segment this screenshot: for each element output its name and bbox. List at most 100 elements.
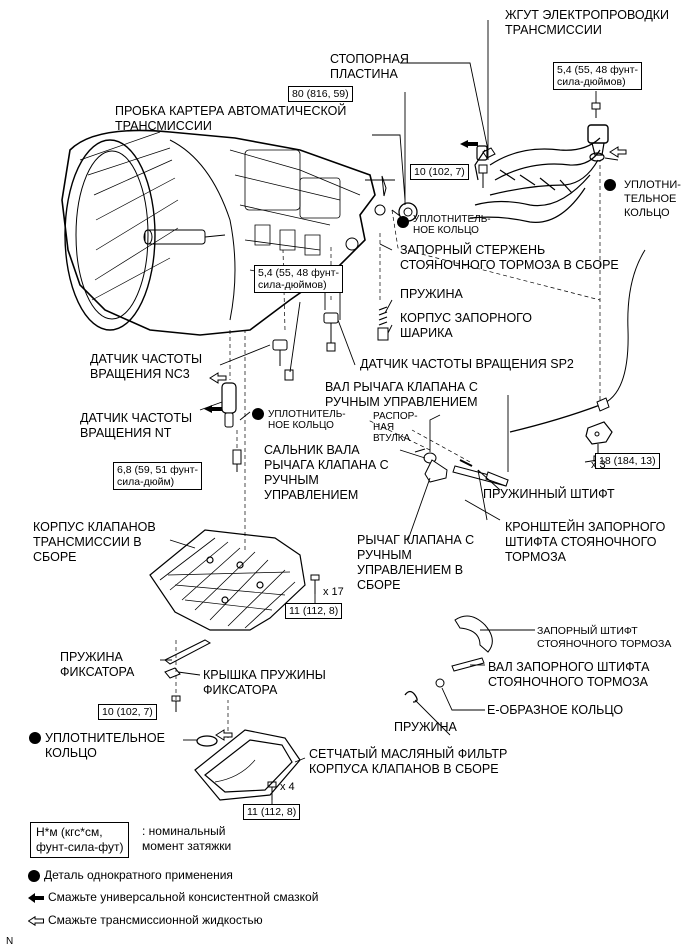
parking-rod-drawing: [509, 249, 646, 433]
single-use-dot-icon: [28, 869, 40, 882]
count-x4: x 4: [280, 780, 295, 795]
label-line: РЫЧАГА КЛАПАНА С: [264, 458, 389, 472]
label-spring-2: ПРУЖИНА: [394, 720, 457, 735]
label-line: ПЛАСТИНА: [330, 67, 398, 81]
legend-desc-line: : номинальный: [142, 824, 226, 838]
valve-body-bolt-drawing: [310, 574, 320, 594]
label-line: СТОЯНОЧНОГО ТОРМОЗА: [488, 675, 648, 689]
label-line: ТРАНСМИССИИ В: [33, 535, 142, 549]
label-line: ПРУЖИНА: [400, 287, 463, 301]
legend-text: Деталь однократного применения: [44, 868, 233, 882]
label-line: КРЫШКА ПРУЖИНЫ: [203, 668, 326, 682]
torque-box-t3: 10 (102, 7): [410, 164, 469, 180]
label-line: СТОЯНОЧНОГО ТОРМОЗА: [537, 638, 672, 650]
label-oring-1: УПЛОТНИТЕЛЬ- НОЕ КОЛЬЦО: [413, 214, 491, 236]
label-line: ВАЛ РЫЧАГА КЛАПАНА С: [325, 380, 478, 394]
label-line: НАЯ: [373, 422, 395, 433]
grease-arrow-icon: [28, 892, 44, 903]
label-manual-shaft: ВАЛ РЫЧАГА КЛАПАНА С РУЧНЫМ УПРАВЛЕНИЕМ: [325, 380, 478, 410]
label-line: ШТИФТА СТОЯНОЧНОГО: [505, 535, 657, 549]
torque-line: сила-дюймов): [557, 76, 626, 88]
parking-pawl-drawing: [404, 615, 493, 703]
manual-shaft-drawing: [414, 448, 509, 487]
torque-box-t2: 80 (816, 59): [288, 86, 353, 102]
legend-unit-desc: : номинальный момент затяжки: [142, 824, 231, 854]
label-line: УПРАВЛЕНИЕМ: [264, 488, 359, 502]
count-x3: x 3: [591, 458, 606, 473]
count-x17: x 17: [323, 585, 344, 600]
atf-arrow-icon: [27, 915, 44, 926]
label-line: УПРАВЛЕНИЕМ В: [357, 563, 464, 577]
label-detent-cover: КРЫШКА ПРУЖИНЫ ФИКСАТОРА: [203, 668, 326, 698]
label-line: ПРУЖИННЫЙ ШТИФТ: [483, 487, 615, 501]
torque-line: 5,4 (55, 48 фунт-: [258, 267, 339, 279]
label-spring-pin: ПРУЖИННЫЙ ШТИФТ: [483, 487, 615, 502]
label-valve-body: КОРПУС КЛАПАНОВ ТРАНСМИССИИ В СБОРЕ: [33, 520, 156, 565]
harness-bolt-drawing: [591, 102, 601, 118]
label-oil-seal: САЛЬНИК ВАЛА РЫЧАГА КЛАПАНА С РУЧНЫМ УПР…: [264, 443, 389, 503]
label-lock-plate: СТОПОРНАЯ ПЛАСТИНА: [330, 52, 409, 82]
label-line: ТРАНСМИССИИ: [505, 23, 602, 37]
label-sensor-nc3: ДАТЧИК ЧАСТОТЫ ВРАЩЕНИЯ NC3: [90, 352, 202, 382]
label-line: ТРАНСМИССИИ: [115, 119, 212, 133]
torque-box-t8: 10 (102, 7): [98, 704, 157, 720]
transmission-case-drawing: [61, 129, 395, 336]
label-line: ШАРИКА: [400, 326, 453, 340]
label-line: СБОРЕ: [33, 550, 77, 564]
legend-unit-line: Н*м (кгс*см,: [36, 825, 103, 839]
legend-grease: Смажьте универсальной консистентной смаз…: [28, 890, 318, 905]
torque-box-t9: 11 (112, 8): [243, 804, 301, 820]
label-ball-body: КОРПУС ЗАПОРНОГО ШАРИКА: [400, 311, 532, 341]
label-line: САЛЬНИК ВАЛА: [264, 443, 360, 457]
legend-text: Смажьте трансмиссионной жидкостью: [48, 913, 263, 927]
label-parking-pawl: ЗАПОРНЫЙ ШТИФТ СТОЯНОЧНОГО ТОРМОЗА: [537, 625, 671, 651]
label-line: ДАТЧИК ЧАСТОТЫ ВРАЩЕНИЯ SP2: [360, 357, 574, 371]
label-line: РУЧНЫМ: [357, 548, 412, 562]
label-line: СЕТЧАТЫЙ МАСЛЯНЫЙ ФИЛЬТР: [309, 747, 508, 761]
count-text: x 3: [591, 459, 606, 471]
legend-unit-box: Н*м (кгс*см, фунт-сила-фут): [30, 822, 130, 858]
torque-box-t7: 11 (112, 8): [285, 603, 343, 619]
label-oring-3: УПЛОТНИТЕЛЬ- НОЕ КОЛЬЦО: [268, 409, 346, 431]
bracket-drawing: [585, 421, 613, 462]
label-line: КОРПУС ЗАПОРНОГО: [400, 311, 532, 325]
corner-mark: N: [6, 934, 13, 949]
label-line: ДАТЧИК ЧАСТОТЫ: [80, 411, 193, 425]
torque-box-t4: 5,4 (55, 48 фунт- сила-дюймов): [254, 265, 343, 293]
label-line: КРОНШТЕЙН ЗАПОРНОГО: [505, 520, 666, 534]
oring-bottom-drawing: [196, 735, 218, 747]
torque-box-t6: 18 (184, 13): [595, 453, 660, 469]
torque-line: 6,8 (59, 51 фунт-: [117, 464, 198, 476]
label-line: УПЛОТНИТЕЛЬ-: [413, 214, 491, 225]
count-text: x 17: [323, 586, 344, 598]
label-line: СТОПОРНАЯ: [330, 52, 409, 66]
wire-harness-drawing: [469, 124, 609, 223]
sensor-sp2-drawing: [323, 312, 339, 352]
torque-line: 18 (184, 13): [599, 455, 656, 467]
label-line: ТОРМОЗА: [505, 550, 567, 564]
label-line: КОРПУСА КЛАПАНОВ В СБОРЕ: [309, 762, 499, 776]
label-line: РЫЧАГ КЛАПАНА С: [357, 533, 475, 547]
label-detent-spring: ПРУЖИНА ФИКСАТОРА: [60, 650, 134, 680]
label-line: НОЕ КОЛЬЦО: [413, 225, 479, 236]
label-line: РАСПОР-: [373, 411, 418, 422]
sensor-nc3-drawing: [272, 339, 294, 381]
torque-line: 10 (102, 7): [414, 166, 465, 178]
torque-line: сила-дюйм): [117, 476, 175, 488]
torque-line: 80 (816, 59): [292, 88, 349, 100]
label-line: СБОРЕ: [357, 578, 401, 592]
label-line: ПРОБКА КАРТЕРА АВТОМАТИЧЕСКОЙ: [115, 104, 347, 118]
label-line: ФИКСАТОРА: [60, 665, 135, 679]
label-line: ВРАЩЕНИЯ NT: [80, 426, 172, 440]
label-line: ВТУЛКА: [373, 433, 411, 444]
label-drain-plug: ПРОБКА КАРТЕРА АВТОМАТИЧЕСКОЙ ТРАНСМИССИ…: [115, 104, 346, 134]
label-oring-4: УПЛОТНИТЕЛЬНОЕ КОЛЬЦО: [45, 731, 165, 761]
label-manual-lever: РЫЧАГ КЛАПАНА С РУЧНЫМ УПРАВЛЕНИЕМ В СБО…: [357, 533, 474, 593]
torque-box-t1: 5,4 (55, 48 фунт- сила-дюймов): [553, 62, 642, 90]
label-line: УПЛОТНИТЕЛЬНОЕ: [45, 731, 165, 745]
grease-arrows: [204, 140, 478, 413]
label-line: РУЧНЫМ УПРАВЛЕНИЕМ: [325, 395, 478, 409]
label-line: КОРПУС КЛАПАНОВ: [33, 520, 156, 534]
